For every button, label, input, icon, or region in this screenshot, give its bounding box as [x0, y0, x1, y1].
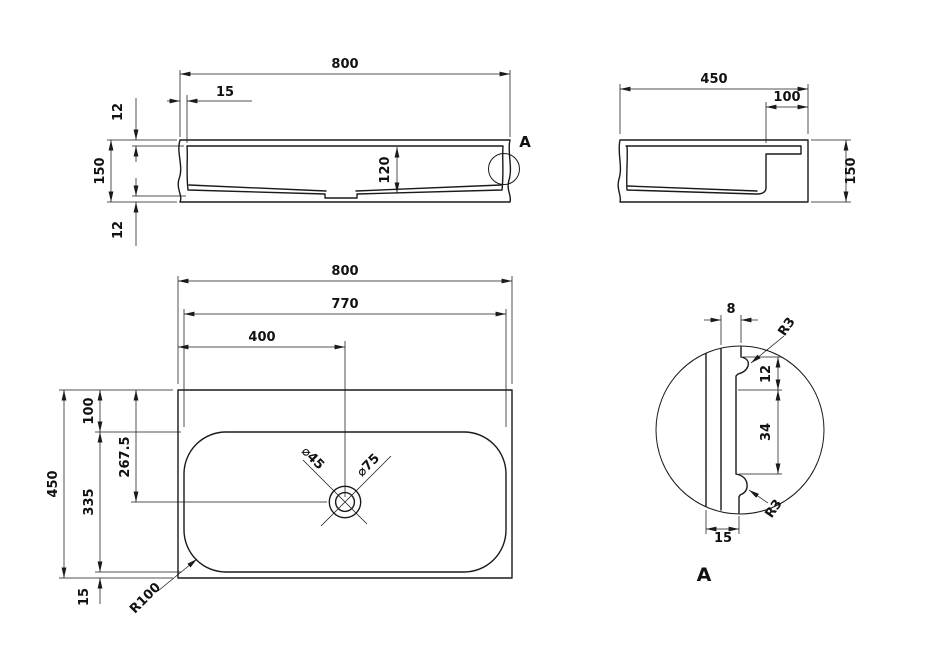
front-detail-marker: A	[519, 133, 531, 151]
detail-fillet-bottom-leader	[748, 489, 769, 504]
detail-fillet-top: R3	[776, 315, 799, 339]
side-dim-depth: 450	[700, 72, 727, 87]
drain-centerlines	[302, 455, 392, 527]
detail-object-lines	[705, 346, 750, 514]
side-dim-height: 150	[844, 157, 859, 184]
plan-dim-width: 800	[331, 264, 358, 279]
front-dim-wall-thickness: 15	[216, 85, 234, 100]
side-extension-lines	[619, 84, 851, 203]
plan-radius-leader	[157, 558, 198, 592]
front-extension-lines	[107, 70, 511, 203]
side-view: 450 100 150	[617, 72, 859, 203]
detail-extension-lines	[705, 315, 782, 534]
front-dim-width: 800	[331, 57, 358, 72]
side-dim-ledge: 100	[773, 90, 800, 105]
detail-callout-circle	[488, 153, 520, 185]
plan-dim-front-gap: 15	[77, 588, 92, 606]
plan-corner-radius: R100	[127, 580, 164, 617]
front-dim-inner-depth: 120	[378, 156, 393, 183]
plan-extension-lines	[59, 276, 513, 579]
front-dim-rim-height: 12	[111, 103, 126, 121]
plan-dim-drain-y: 267.5	[118, 436, 133, 477]
plan-dim-drain-x: 400	[248, 330, 275, 345]
side-object-lines	[617, 139, 809, 203]
plan-dim-rim-width: 770	[331, 297, 358, 312]
detail-fillet-bottom: R3	[763, 497, 786, 521]
detail-dim-lower: 34	[759, 423, 774, 441]
detail-dim-top-width: 8	[726, 302, 735, 317]
plan-drain-outer-diameter: ⌀75	[354, 451, 383, 480]
plan-dim-ledge: 100	[82, 397, 97, 424]
plan-drain-diameter: ⌀45	[298, 444, 327, 473]
plan-dim-basin-depth: 335	[82, 488, 97, 515]
detail-fillet-top-leader	[750, 335, 785, 364]
front-object-lines	[177, 139, 512, 203]
front-view: 800 15 12 150 12 120 A	[93, 57, 531, 246]
detail-dim-upper: 12	[759, 365, 774, 383]
detail-view-label: A	[697, 564, 712, 586]
plan-view: 800 770 400 100 267.5 450 335 15 R100 ⌀4…	[46, 264, 513, 617]
plan-outer-outline	[177, 389, 513, 579]
front-dim-base-thickness: 12	[111, 221, 126, 239]
detail-dim-bottom-width: 15	[714, 531, 732, 546]
detail-view: 8 R3 12 34 R3 15 A	[655, 302, 825, 586]
front-dim-height: 150	[93, 157, 108, 184]
plan-basin-outline	[183, 431, 507, 573]
detail-view-circle	[655, 345, 825, 515]
plan-dim-depth: 450	[46, 470, 61, 497]
